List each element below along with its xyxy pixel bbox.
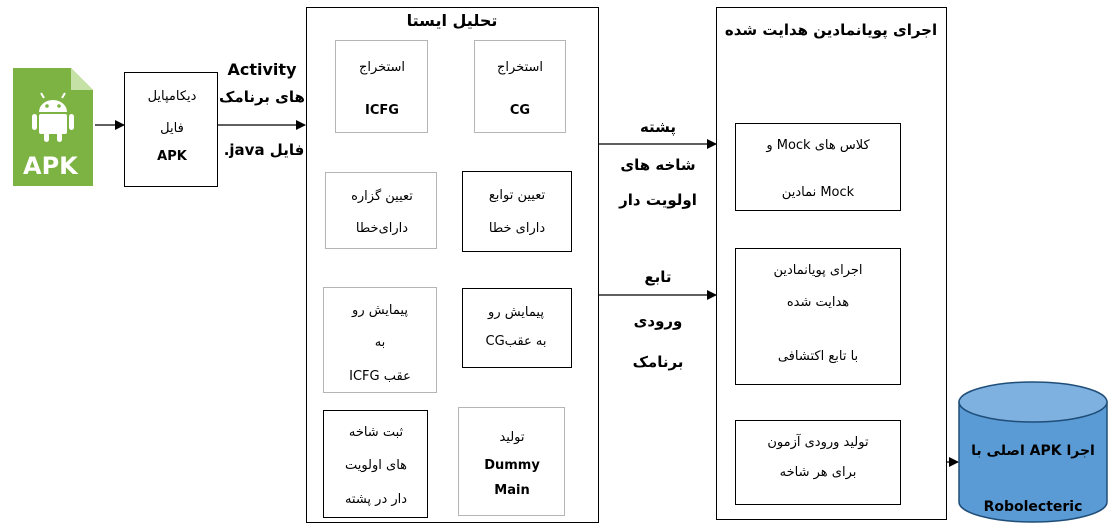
- record-branch-label-3: دار در پشته: [344, 492, 408, 507]
- java-file-label: فایل java.: [223, 141, 305, 159]
- faulty-statement-label-1: تعیین گزاره: [351, 189, 413, 204]
- concolic-execution-label-3: با تابع اکتشافی: [777, 349, 859, 364]
- extract-cg-label-1: استخراج: [497, 60, 543, 75]
- decompile-label-1: دیکامپایل: [147, 89, 197, 104]
- dummy-main-label-2: Dummy: [484, 458, 540, 473]
- robolectric-cylinder: [958, 381, 1108, 523]
- decompile-label-2: فایل: [160, 121, 184, 136]
- extract-icfg-label-2: ICFG: [365, 103, 399, 118]
- concolic-execution-label-1: اجرای پویانمادین: [773, 263, 863, 278]
- android-icon: [13, 68, 93, 186]
- robolectric-label-2: Robolecteric: [983, 499, 1083, 515]
- apk-file-icon: APK: [13, 68, 93, 186]
- icfg-backward-label-2: به: [374, 335, 386, 350]
- dummy-main-label-3: Main: [494, 483, 530, 498]
- app-activities-label: های برنامک: [219, 88, 305, 106]
- mock-classes-label-1: کلاس های Mock و: [766, 138, 870, 153]
- mock-classes-label-2: Mock نمادین: [781, 185, 855, 200]
- dummy-main-box: [458, 407, 565, 516]
- record-branch-box: [323, 410, 428, 518]
- static-analysis-title: تحلیل ایستا: [406, 11, 498, 30]
- decompile-box: [124, 72, 218, 187]
- entry-label-3: برنامک: [632, 353, 684, 371]
- test-generation-label-1: تولید ورودی آزمون: [767, 435, 869, 450]
- icfg-backward-box: [323, 287, 437, 393]
- cg-backward-label-1: پیمایش رو: [488, 305, 544, 320]
- cg-backward-label-2: به عقبCG: [485, 334, 547, 349]
- decompile-label-3: APK: [157, 149, 187, 164]
- extract-icfg-label-1: استخراج: [359, 60, 405, 75]
- icfg-backward-label-1: پیمایش رو: [352, 303, 408, 318]
- stack-label-2: شاخه های: [620, 156, 696, 174]
- mock-classes-box: [735, 123, 901, 211]
- record-branch-label-2: های اولویت: [344, 458, 408, 473]
- faulty-statement-label-2: دارای‌خطا: [355, 221, 409, 236]
- concolic-execution-label-2: هدایت شده: [786, 295, 850, 310]
- guided-execution-title: اجرای پویانمادین هدایت شده: [724, 21, 938, 39]
- test-generation-label-2: برای هر شاخه: [779, 465, 857, 480]
- extract-cg-box: [474, 40, 566, 133]
- entry-label-1: تابع: [644, 268, 672, 286]
- concolic-execution-box: [735, 248, 901, 385]
- activity-label: Activity: [227, 60, 297, 79]
- faulty-function-label-2: دارای خطا: [488, 221, 546, 236]
- stack-label-1: پشته: [639, 118, 677, 136]
- faulty-function-label-1: تعیین توابع: [488, 188, 546, 203]
- apk-icon-label: APK: [23, 152, 78, 180]
- stack-label-3: اولویت دار: [619, 191, 697, 209]
- faulty-function-box: [462, 171, 572, 252]
- robolectric-label-1: اجرا APK اصلی با: [971, 443, 1095, 459]
- dummy-main-label-1: تولید: [499, 430, 525, 445]
- extract-cg-label-2: CG: [509, 103, 531, 118]
- cg-backward-box: [462, 288, 572, 368]
- faulty-statement-box: [325, 172, 437, 249]
- icfg-backward-label-3: عقب ICFG: [349, 369, 411, 384]
- extract-icfg-box: [335, 40, 428, 133]
- record-branch-label-1: ثبت شاخه: [348, 425, 404, 440]
- test-generation-box: [735, 420, 901, 505]
- entry-label-2: ورودی: [633, 312, 683, 330]
